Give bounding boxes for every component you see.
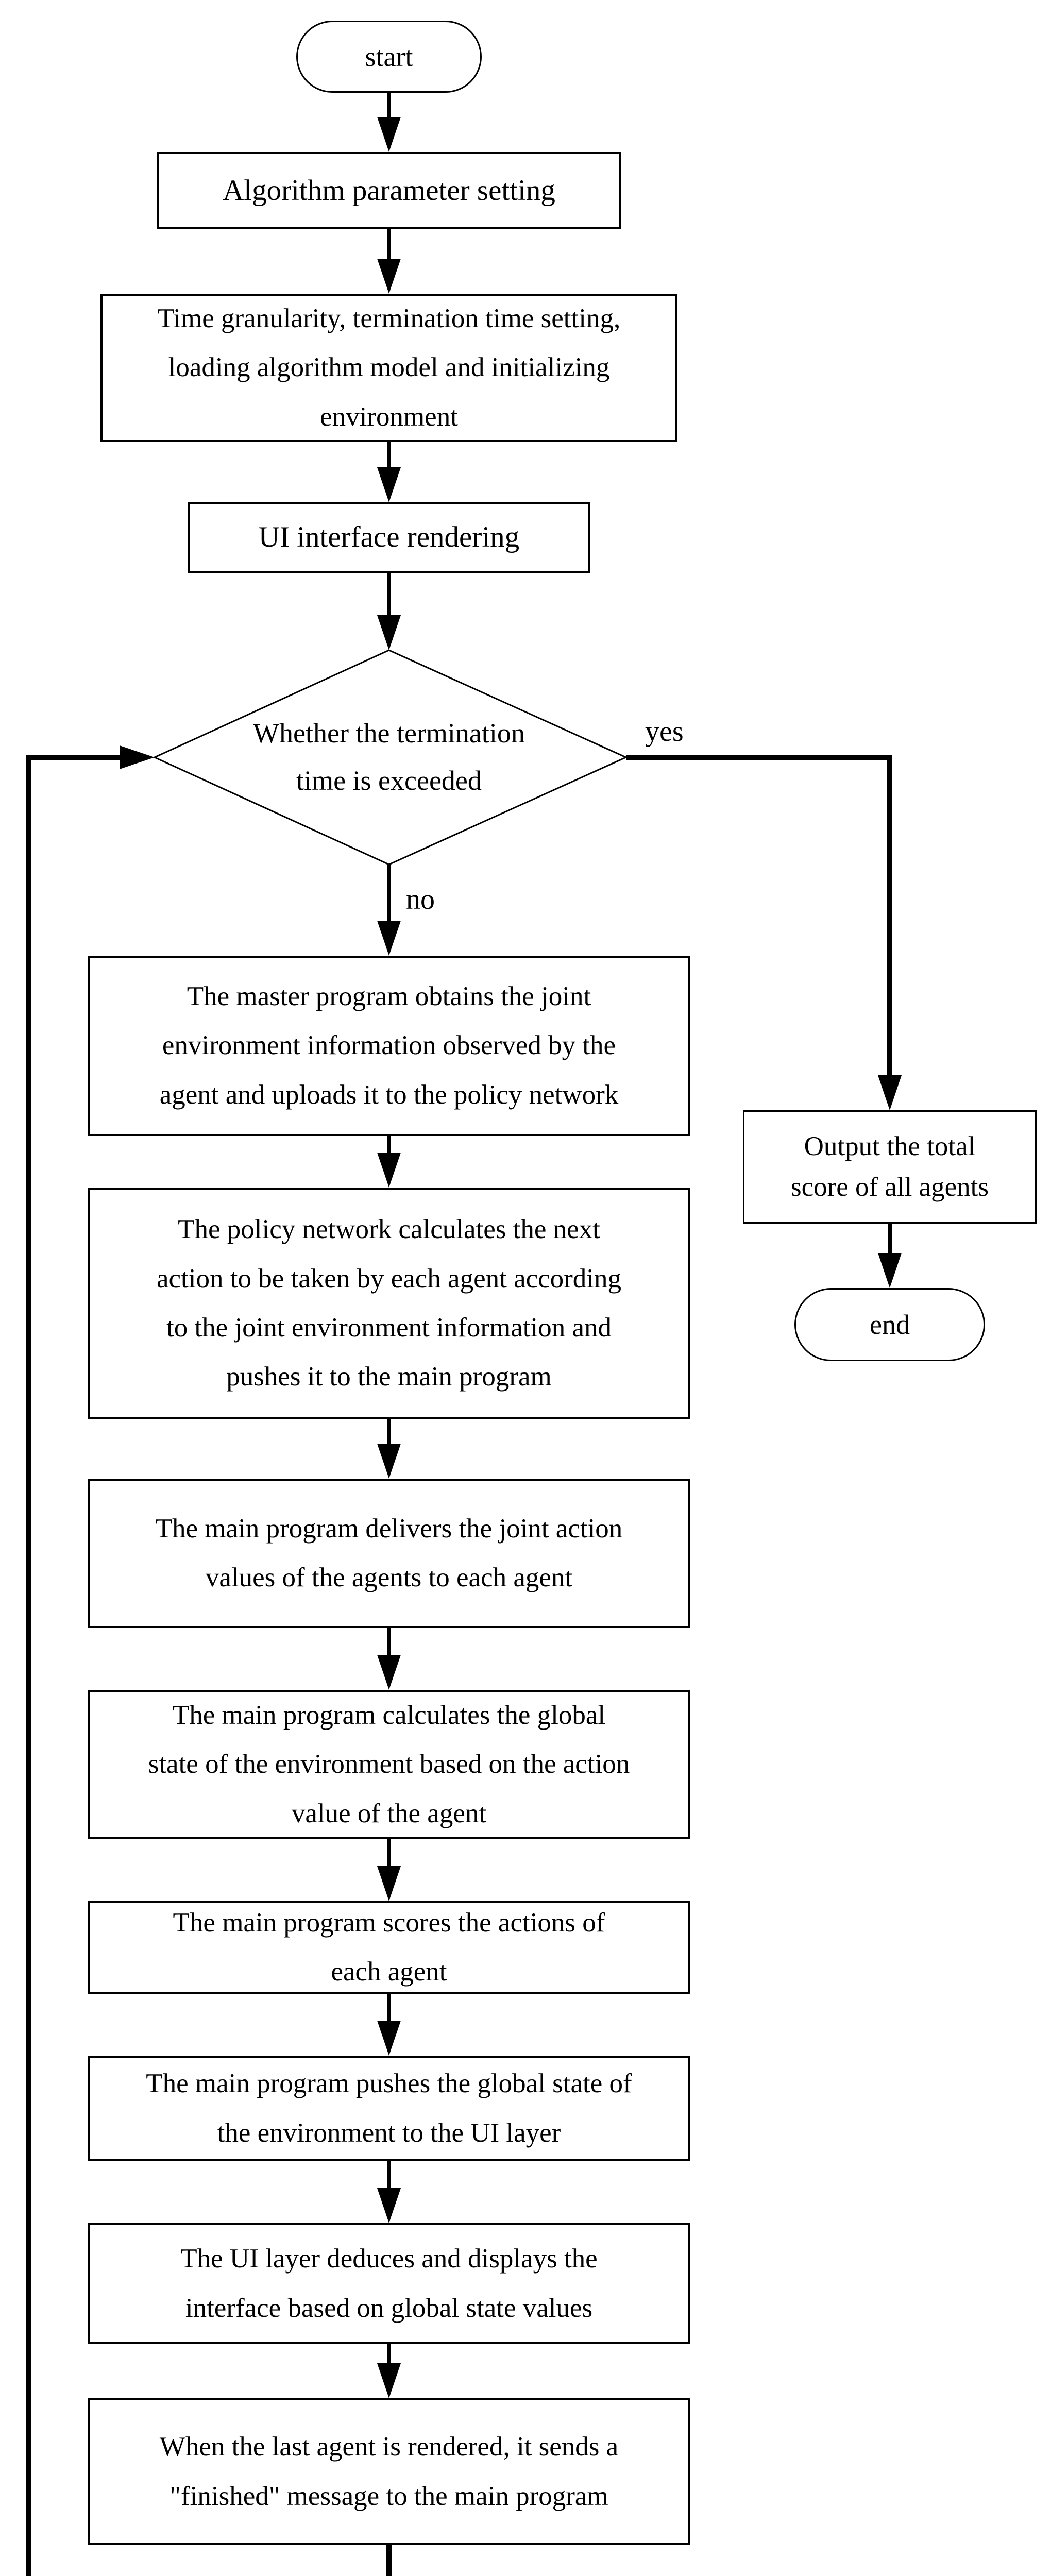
node-init-environment: Time granularity, termination time setti… (100, 294, 677, 442)
edge-init-uirendering-arrowhead (377, 467, 401, 502)
edge-start-param-arrowhead (377, 117, 401, 152)
node-end: end (794, 1288, 985, 1361)
node-ui-interface-rendering: UI interface rendering (188, 502, 590, 573)
node-obtain-environment-info: The master program obtains the joint env… (88, 956, 690, 1136)
edge-decision-obtain-arrowhead (377, 921, 401, 956)
node-deliver-joint-actions: The main program delivers the joint acti… (88, 1479, 690, 1628)
edge-calcstate-score-arrowhead (377, 1866, 401, 1901)
node-calculate-global-state: The main program calculates the global s… (88, 1690, 690, 1839)
node-policy-network-calculates: The policy network calculates the next a… (88, 1188, 690, 1419)
node-push-global-state-to-ui: The main program pushes the global state… (88, 2056, 690, 2161)
edge-score-pushstate-arrowhead (377, 2021, 401, 2056)
node-start: start (296, 21, 482, 93)
node-algorithm-parameter-setting: Algorithm parameter setting (157, 152, 621, 229)
node-output-total-score: Output the total score of all agents (743, 1110, 1037, 1224)
node-termination-check: Whether the termination time is exceeded (253, 718, 525, 796)
edge-pushstate-uideduce-arrowhead (377, 2188, 401, 2223)
edge-decision-output-line (626, 755, 892, 1103)
edge-label-no: no (406, 884, 435, 916)
edge-uideduce-finished-arrowhead (377, 2363, 401, 2398)
edge-uirendering-decision-arrowhead (377, 615, 401, 650)
edge-policy-deliver-arrowhead (377, 1444, 401, 1479)
edge-finished-decision-loop-line (26, 755, 392, 2576)
node-ui-layer-deduces-displays: The UI layer deduces and displays the in… (88, 2223, 690, 2344)
edge-output-end-arrowhead (878, 1253, 902, 1288)
edge-finished-decision-loop-arrowhead (120, 745, 155, 769)
edge-label-yes: yes (645, 716, 684, 748)
edge-obtain-policy-arrowhead (377, 1153, 401, 1188)
edge-param-init-arrowhead (377, 259, 401, 294)
node-finished-message: When the last agent is rendered, it send… (88, 2398, 690, 2545)
edge-decision-output-arrowhead (878, 1075, 902, 1110)
node-score-actions: The main program scores the actions of e… (88, 1901, 690, 1994)
edge-deliver-calcstate-arrowhead (377, 1655, 401, 1690)
